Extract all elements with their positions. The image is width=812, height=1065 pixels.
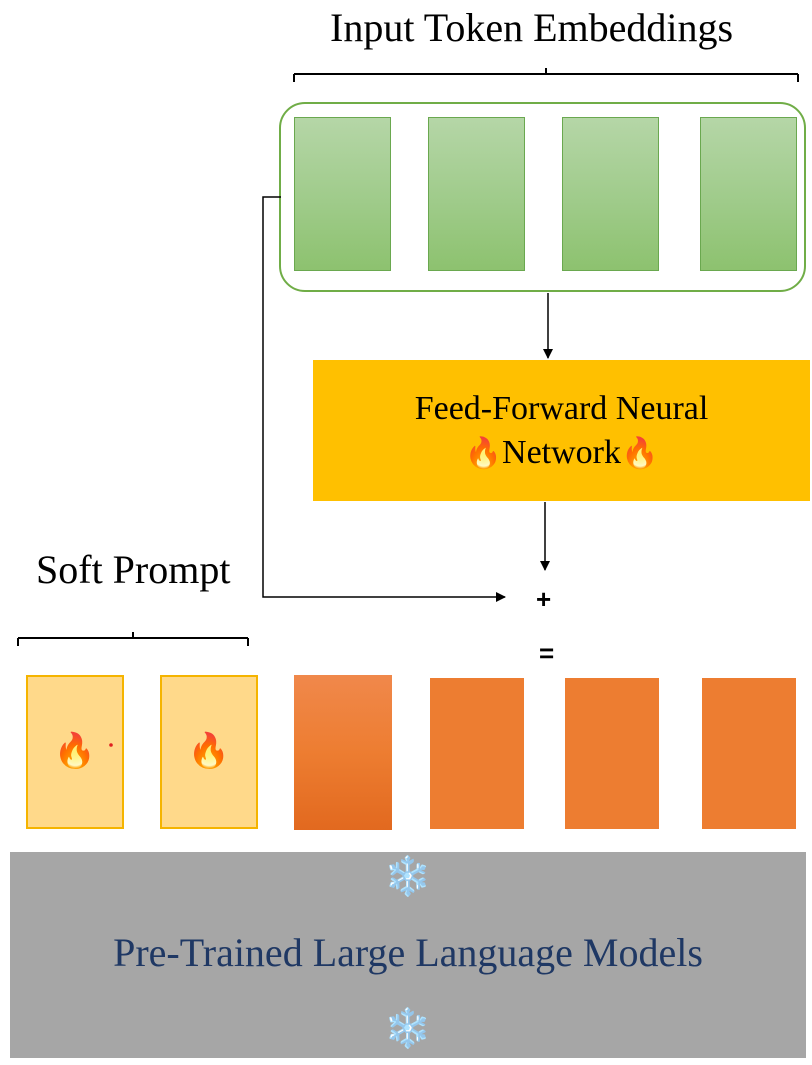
ffn-label-network: Network: [502, 433, 621, 471]
input-token-3: [562, 117, 659, 271]
output-token-1: [294, 675, 392, 830]
soft-prompt-token-1: 🔥: [26, 675, 124, 829]
input-token-2: [428, 117, 525, 271]
input-token-4: [700, 117, 797, 271]
input-token-embeddings-label: Input Token Embeddings: [330, 5, 734, 50]
output-token-3: [565, 678, 659, 829]
feed-forward-network-box: Feed-Forward Neural 🔥Network🔥: [313, 360, 810, 501]
snowflake-icon: ❄️: [384, 856, 432, 898]
output-token-2: [430, 678, 524, 829]
plus-operator: +: [536, 584, 552, 614]
equals-operator: =: [539, 638, 555, 668]
input-token-1: [294, 117, 391, 271]
fire-icon: 🔥: [620, 436, 659, 470]
fire-icon: 🔥: [53, 733, 97, 770]
output-token-4: [702, 678, 796, 829]
llm-label: Pre-Trained Large Language Models: [113, 930, 703, 975]
pretrained-llm-box: ❄️ Pre-Trained Large Language Models ❄️: [10, 852, 806, 1058]
soft-prompt-bracket: [17, 632, 249, 646]
soft-prompt-label: Soft Prompt: [36, 547, 231, 592]
ffn-label-line2: 🔥Network🔥: [465, 431, 659, 475]
soft-prompt-token-2: 🔥: [160, 675, 258, 829]
snowflake-icon: ❄️: [384, 1008, 432, 1050]
input-embeddings-bracket: [293, 68, 799, 82]
ffn-label-line1: Feed-Forward Neural: [414, 389, 709, 427]
fire-icon: 🔥: [187, 733, 231, 770]
fire-icon: 🔥: [464, 436, 503, 470]
